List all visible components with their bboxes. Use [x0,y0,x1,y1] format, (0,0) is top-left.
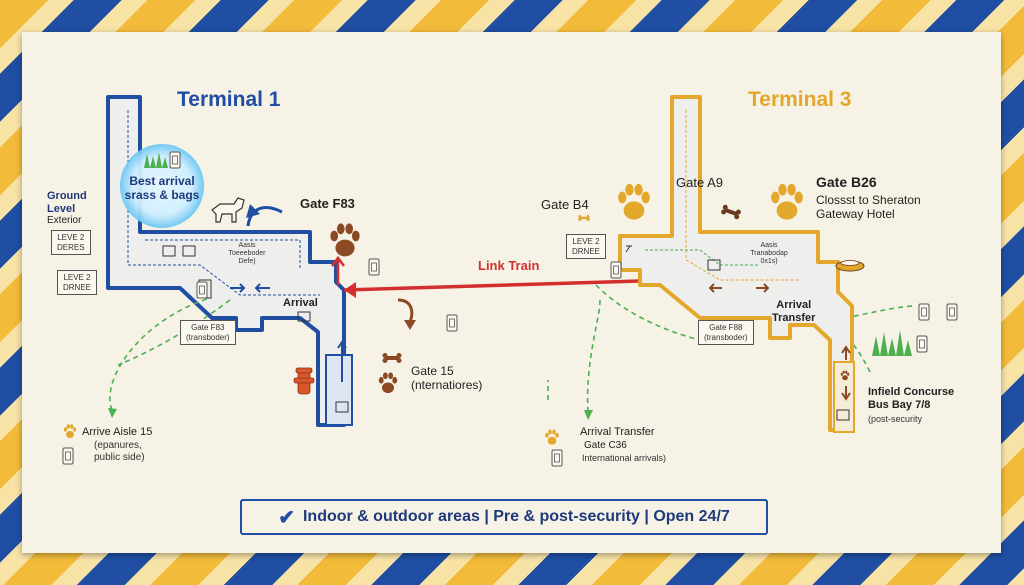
gate-c36-sub: International arrivals) [582,453,667,463]
gate-a9-label: Gate A9 [676,175,723,190]
infield-concourse-label: Infield Concurse Bus Bay 7/8 [868,386,955,411]
paw-icon [545,429,559,445]
gate-f88-box: Gate F88 (transboder) [698,320,754,346]
arrive-aisle-label: Arrive Aisle 15 [82,426,153,438]
link-train-label: Link Train [478,258,540,273]
terminal3-title: Terminal 3 [748,88,852,111]
best-arrival-highlight [120,144,204,228]
waste-bag-icon [368,258,380,276]
best-arrival-label: Best arrival srass & bags [124,174,200,202]
gate-b26-sub: Clossst to Sheraton Gateway Hotel [816,193,921,221]
hydrant-icon [293,367,315,395]
paw-icon [771,183,803,220]
exterior-label: Exterior [47,215,82,226]
post-security-label: (post-security [868,414,923,424]
waste-bag-icon [610,261,622,279]
grass-icon [144,152,168,168]
waste-bag-icon [918,303,930,321]
level-box-3: LEVE 2 DRNEE [566,234,607,260]
gate-b4-label: Gate B4 [541,197,589,212]
gate-15-label: Gate 15 (nternatiores) [411,364,483,392]
walking-paths [109,284,916,413]
arrival-transfer-c36-label: Arrival Transfer [580,426,655,438]
paw-icon [618,183,650,220]
footer-text: Indoor & outdoor areas | Pre & post-secu… [302,508,730,525]
waste-bag-icon [62,447,74,465]
gate-f83-label: Gate F83 [300,196,355,211]
waste-bag-icon [946,303,958,321]
arrive-aisle-sub: (epanures, public side) [94,440,145,463]
arrival-transfer-label: Arrival Transfer [772,299,816,324]
dog-icon [211,197,245,223]
ground-level-label: Ground Level [47,190,87,215]
terminal1-title: Terminal 1 [177,88,281,111]
paw-icon [378,372,398,393]
waste-bag-icon [551,449,563,467]
terminal3-building [618,95,855,433]
return-arrow [246,206,283,227]
waste-bag-icon [196,281,208,299]
level-box-2: LEVE 2 DRNEE [57,270,98,296]
bone-icon [578,215,590,221]
check-icon: ✔ [278,506,295,529]
footer-banner: ✔ Indoor & outdoor areas | Pre & post-se… [240,499,768,535]
waste-bag-icon [169,151,181,169]
gate-f83-box: Gate F83 (transboder) [180,320,236,346]
level-box-1: LEVE 2 DERES [51,230,91,256]
waste-bag-icon [446,314,458,332]
bowl-icon [835,260,865,272]
paw-icon [63,424,77,438]
bone-icon [382,353,402,363]
gate-b26-label: Gate B26 [816,174,877,190]
grass-icon [872,330,912,356]
terminal1-inner-label: Aasis Toeeeboder Defe) [228,242,266,266]
paw-icon [330,223,360,257]
gate-c36-label: Gate C36 [584,440,627,451]
terminal3-inner-label: Aasis Tranabodap 0x1s) [750,242,788,266]
arrival-label: Arrival [283,297,318,309]
waste-bag-icon [916,335,928,353]
bone-icon [720,204,742,220]
